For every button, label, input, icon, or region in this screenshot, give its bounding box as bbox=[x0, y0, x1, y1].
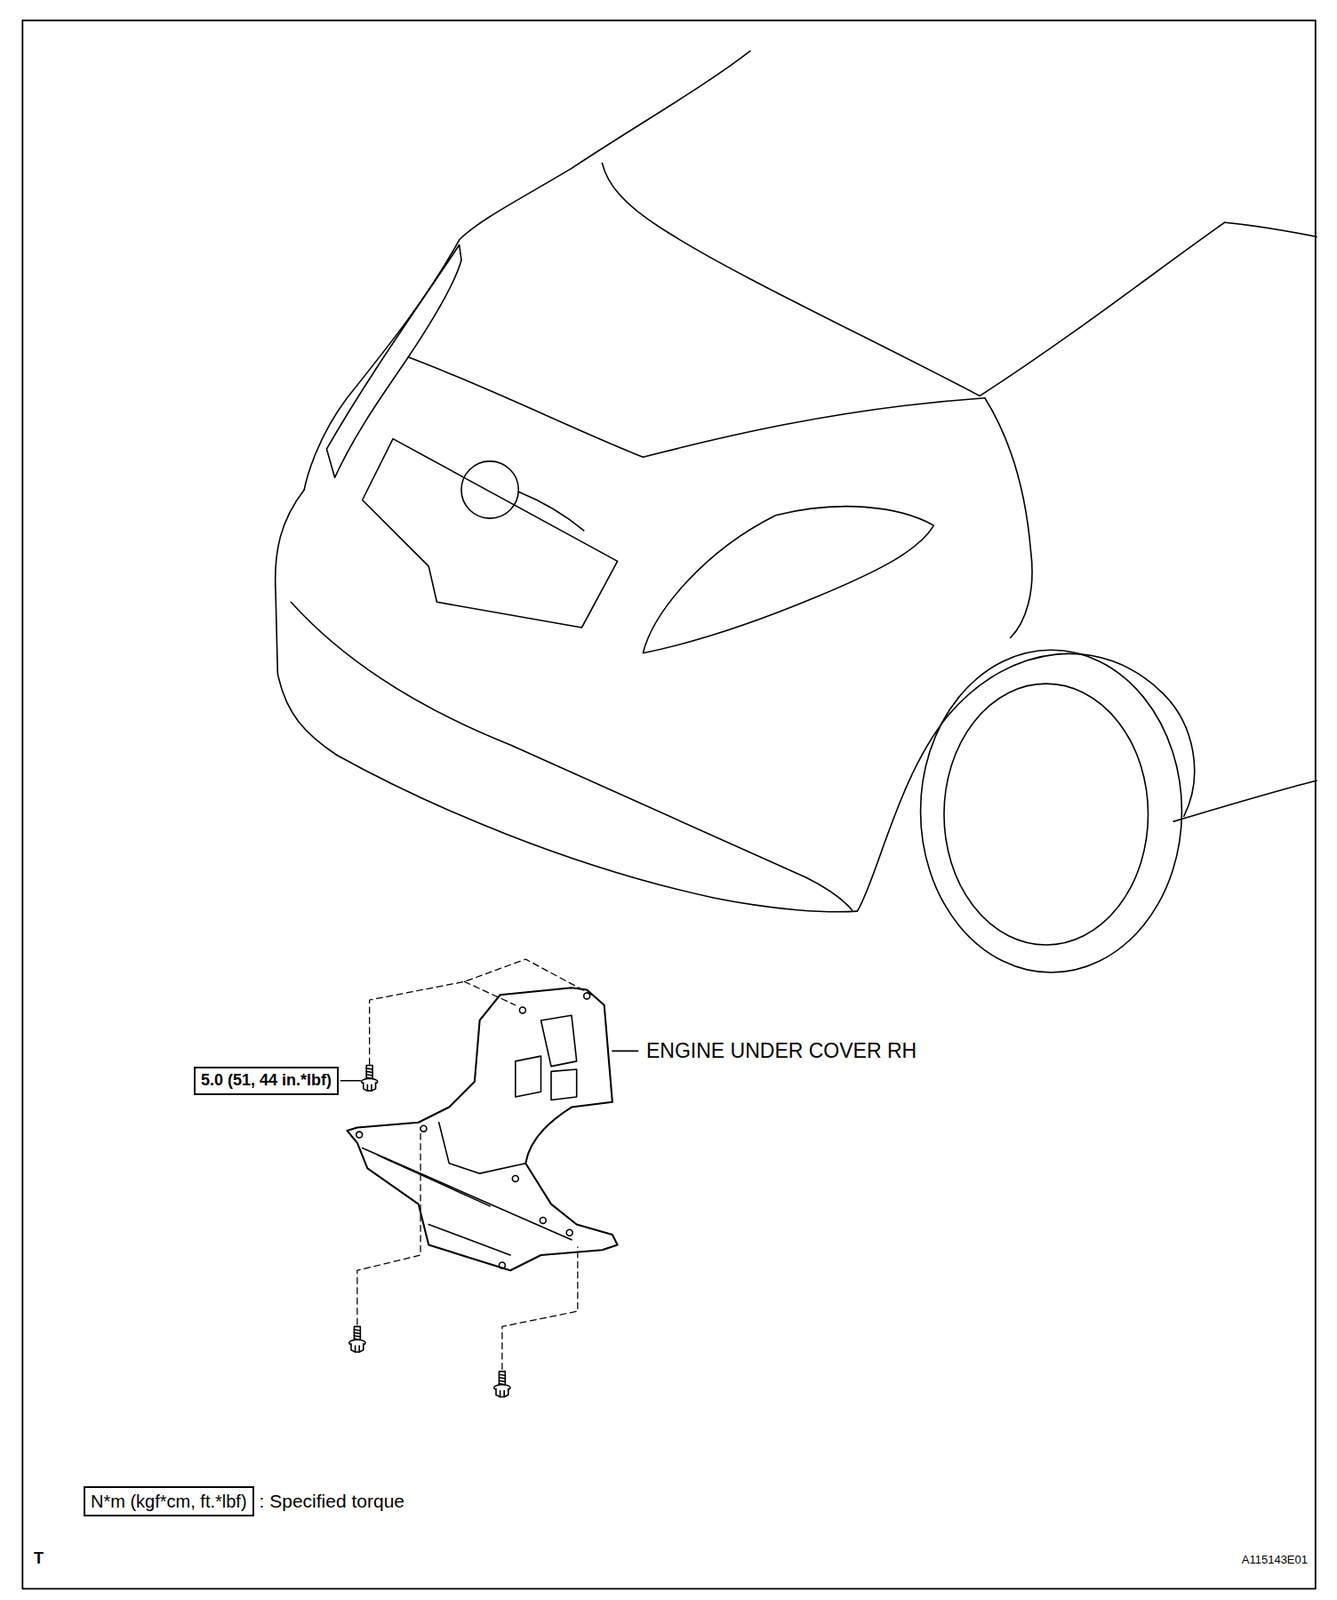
leader-line bbox=[341, 1080, 361, 1082]
bolt bbox=[360, 1064, 377, 1091]
bolt bbox=[349, 1326, 366, 1353]
install-lines bbox=[357, 959, 593, 1370]
part-name: ENGINE UNDER COVER RH bbox=[646, 1039, 917, 1065]
figure-id: A115143E01 bbox=[1241, 1553, 1308, 1568]
page-frame bbox=[22, 20, 1315, 1589]
car-outline bbox=[275, 50, 1317, 973]
legend-text: : Specified torque bbox=[259, 1489, 405, 1513]
torque-box: 5.0 (51, 44 in.*lbf) bbox=[193, 1066, 339, 1096]
legend-box: N*m (kgf*cm, ft.*lbf) bbox=[83, 1486, 255, 1517]
bolt bbox=[494, 1371, 511, 1398]
leader-line bbox=[612, 1050, 639, 1053]
box-text: N*m (kgf*cm, ft.*lbf) bbox=[90, 1490, 248, 1513]
engine-under-cover bbox=[346, 987, 617, 1271]
box-text: 5.0 (51, 44 in.*lbf) bbox=[200, 1071, 332, 1091]
page-mark: T bbox=[33, 1549, 44, 1570]
